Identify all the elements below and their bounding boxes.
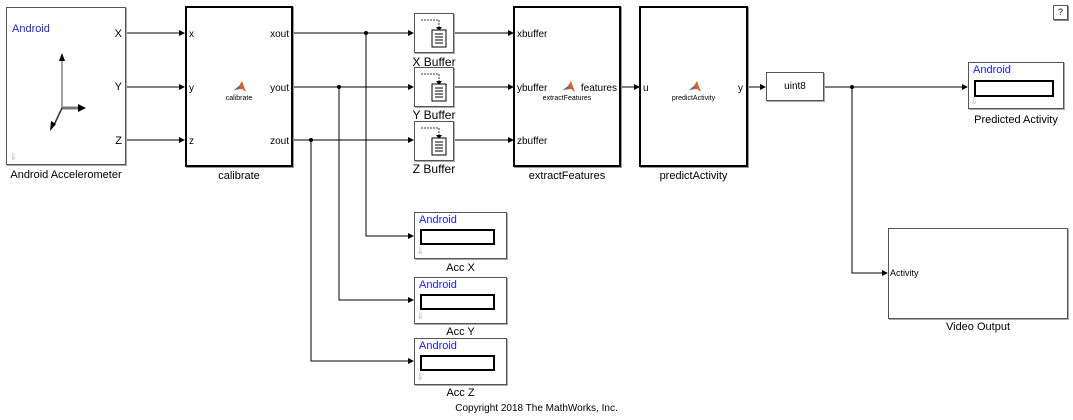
port-out-z: Z bbox=[115, 135, 122, 147]
android-tag: Android bbox=[12, 23, 50, 35]
acc-z-label: Acc Z bbox=[446, 387, 475, 399]
buffer-icon bbox=[421, 73, 447, 102]
video-output-block[interactable]: Activity bbox=[888, 228, 1068, 319]
y-buffer-block[interactable] bbox=[414, 67, 454, 107]
buffer-icon bbox=[421, 127, 447, 156]
help-button[interactable]: ? bbox=[1053, 5, 1068, 20]
wire-branch-video bbox=[851, 87, 888, 276]
predict-activity-label: predictActivity bbox=[659, 170, 728, 182]
port-in-z: z bbox=[189, 136, 194, 147]
predicted-activity-display[interactable]: Android ⇓ bbox=[968, 62, 1064, 109]
port-out-zout: zout bbox=[270, 136, 289, 147]
function-name: extractFeatures bbox=[542, 95, 592, 102]
acc-x-display[interactable]: Android ⇓ bbox=[414, 212, 507, 259]
acc-x-label: Acc X bbox=[446, 262, 475, 274]
arrow-down-icon: ⇓ bbox=[970, 96, 979, 107]
function-name: predictActivity bbox=[671, 95, 716, 102]
android-tag: Android bbox=[419, 340, 457, 352]
port-in-x: x bbox=[189, 29, 194, 40]
conversion-type: uint8 bbox=[784, 81, 806, 92]
port-out-features: features bbox=[580, 83, 617, 94]
matlab-function-icon bbox=[689, 81, 701, 92]
android-tag: Android bbox=[419, 214, 457, 226]
port-in-u: u bbox=[643, 83, 649, 94]
axes-icon bbox=[50, 53, 86, 131]
display-field bbox=[420, 355, 495, 371]
acc-y-label: Acc Y bbox=[446, 326, 475, 338]
y-buffer-label: Y Buffer bbox=[412, 108, 456, 122]
matlab-function-icon bbox=[563, 81, 575, 92]
port-in-y: y bbox=[189, 83, 194, 94]
port-out-y: Y bbox=[114, 81, 122, 93]
android-accelerometer-block[interactable]: Android X Y Z ⇓ bbox=[6, 7, 126, 165]
buffer-icon bbox=[421, 19, 447, 48]
wire-branch-acc-z bbox=[310, 140, 414, 364]
data-type-conversion-block[interactable]: uint8 bbox=[766, 72, 824, 101]
calibrate-block[interactable]: x y z xout yout zout calibrate bbox=[185, 6, 293, 167]
x-buffer-label: X Buffer bbox=[412, 55, 456, 69]
arrow-down-icon: ⇓ bbox=[416, 372, 425, 383]
accelerometer-label: Android Accelerometer bbox=[10, 169, 122, 181]
function-name: calibrate bbox=[225, 95, 253, 102]
android-tag: Android bbox=[419, 279, 457, 291]
port-out-xout: xout bbox=[270, 29, 289, 40]
z-buffer-block[interactable] bbox=[414, 121, 454, 161]
wire-branch-acc-y bbox=[338, 87, 414, 303]
calibrate-label: calibrate bbox=[218, 170, 260, 182]
branch-point bbox=[309, 138, 313, 142]
android-tag: Android bbox=[973, 64, 1011, 76]
z-buffer-label: Z Buffer bbox=[412, 162, 456, 176]
port-out-yout: yout bbox=[270, 83, 289, 94]
display-field bbox=[420, 294, 495, 310]
branch-point bbox=[364, 31, 368, 35]
port-in-activity: Activity bbox=[890, 268, 919, 278]
video-output-label: Video Output bbox=[945, 321, 1010, 333]
arrow-down-icon: ⇓ bbox=[416, 311, 425, 322]
display-field bbox=[420, 229, 495, 245]
x-buffer-block[interactable] bbox=[414, 13, 454, 53]
port-in-zbuffer: zbuffer bbox=[517, 136, 548, 147]
extract-features-label: extractFeatures bbox=[528, 170, 606, 182]
copyright-text: Copyright 2018 The MathWorks, Inc. bbox=[455, 403, 618, 414]
wire-branch-acc-x bbox=[365, 33, 414, 239]
matlab-function-icon bbox=[234, 81, 246, 92]
branch-point bbox=[337, 85, 341, 89]
extract-features-block[interactable]: xbuffer ybuffer zbuffer features extract… bbox=[513, 6, 621, 167]
acc-z-display[interactable]: Android ⇓ bbox=[414, 338, 507, 385]
port-out-x: X bbox=[114, 28, 122, 40]
predicted-activity-label: Predicted Activity bbox=[974, 114, 1058, 126]
arrow-down-icon: ⇓ bbox=[416, 246, 425, 257]
port-in-xbuffer: xbuffer bbox=[517, 29, 548, 40]
predict-activity-block[interactable]: u y predictActivity bbox=[639, 6, 748, 167]
port-out-y: y bbox=[738, 83, 743, 94]
arrow-down-icon: ⇓ bbox=[9, 152, 18, 163]
display-field bbox=[974, 80, 1054, 97]
branch-point bbox=[850, 85, 854, 89]
acc-y-display[interactable]: Android ⇓ bbox=[414, 277, 507, 324]
port-in-ybuffer: ybuffer bbox=[517, 83, 548, 94]
